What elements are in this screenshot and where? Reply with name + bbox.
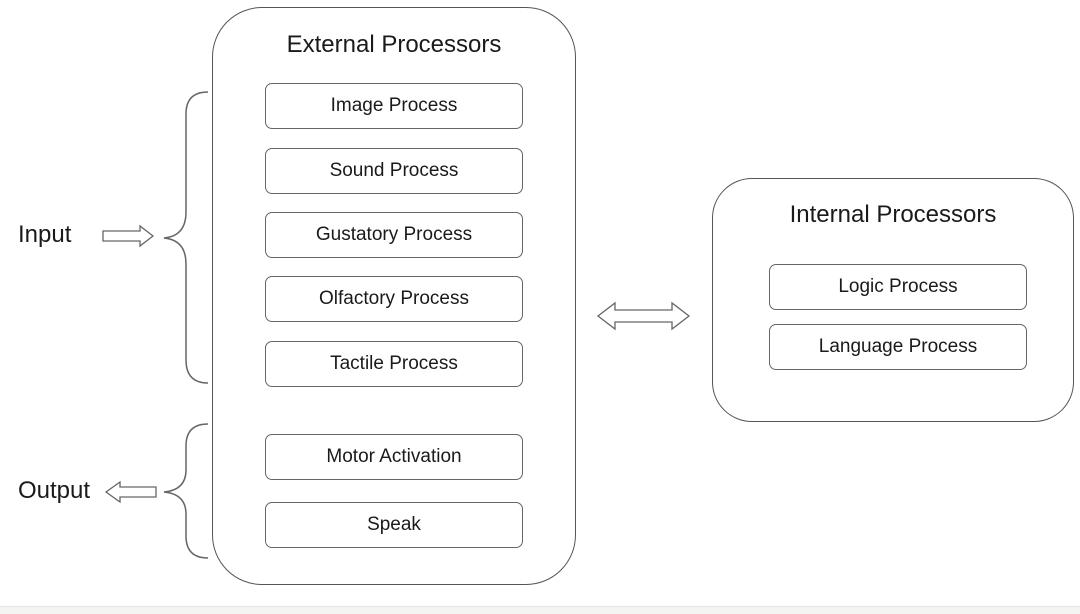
logic-process-box: Logic Process: [769, 264, 1027, 310]
input-brace: [163, 91, 209, 384]
internal-processors-title: Internal Processors: [789, 201, 997, 228]
speak-box: Speak: [265, 502, 523, 548]
bidirectional-arrow-icon: [596, 301, 691, 331]
motor-activation-box: Motor Activation: [265, 434, 523, 480]
output-label: Output: [18, 477, 91, 504]
gustatory-process-box: Gustatory Process: [265, 212, 523, 258]
output-arrow-icon: [104, 480, 157, 504]
input-label: Input: [18, 221, 72, 248]
input-arrow-icon: [102, 224, 155, 248]
olfactory-process-box: Olfactory Process: [265, 276, 523, 322]
external-processors-title: External Processors: [286, 31, 502, 58]
tactile-process-box: Tactile Process: [265, 341, 523, 387]
language-process-box: Language Process: [769, 324, 1027, 370]
bottom-band: [0, 606, 1080, 614]
output-brace: [163, 423, 209, 559]
image-process-box: Image Process: [265, 83, 523, 129]
sound-process-box: Sound Process: [265, 148, 523, 194]
